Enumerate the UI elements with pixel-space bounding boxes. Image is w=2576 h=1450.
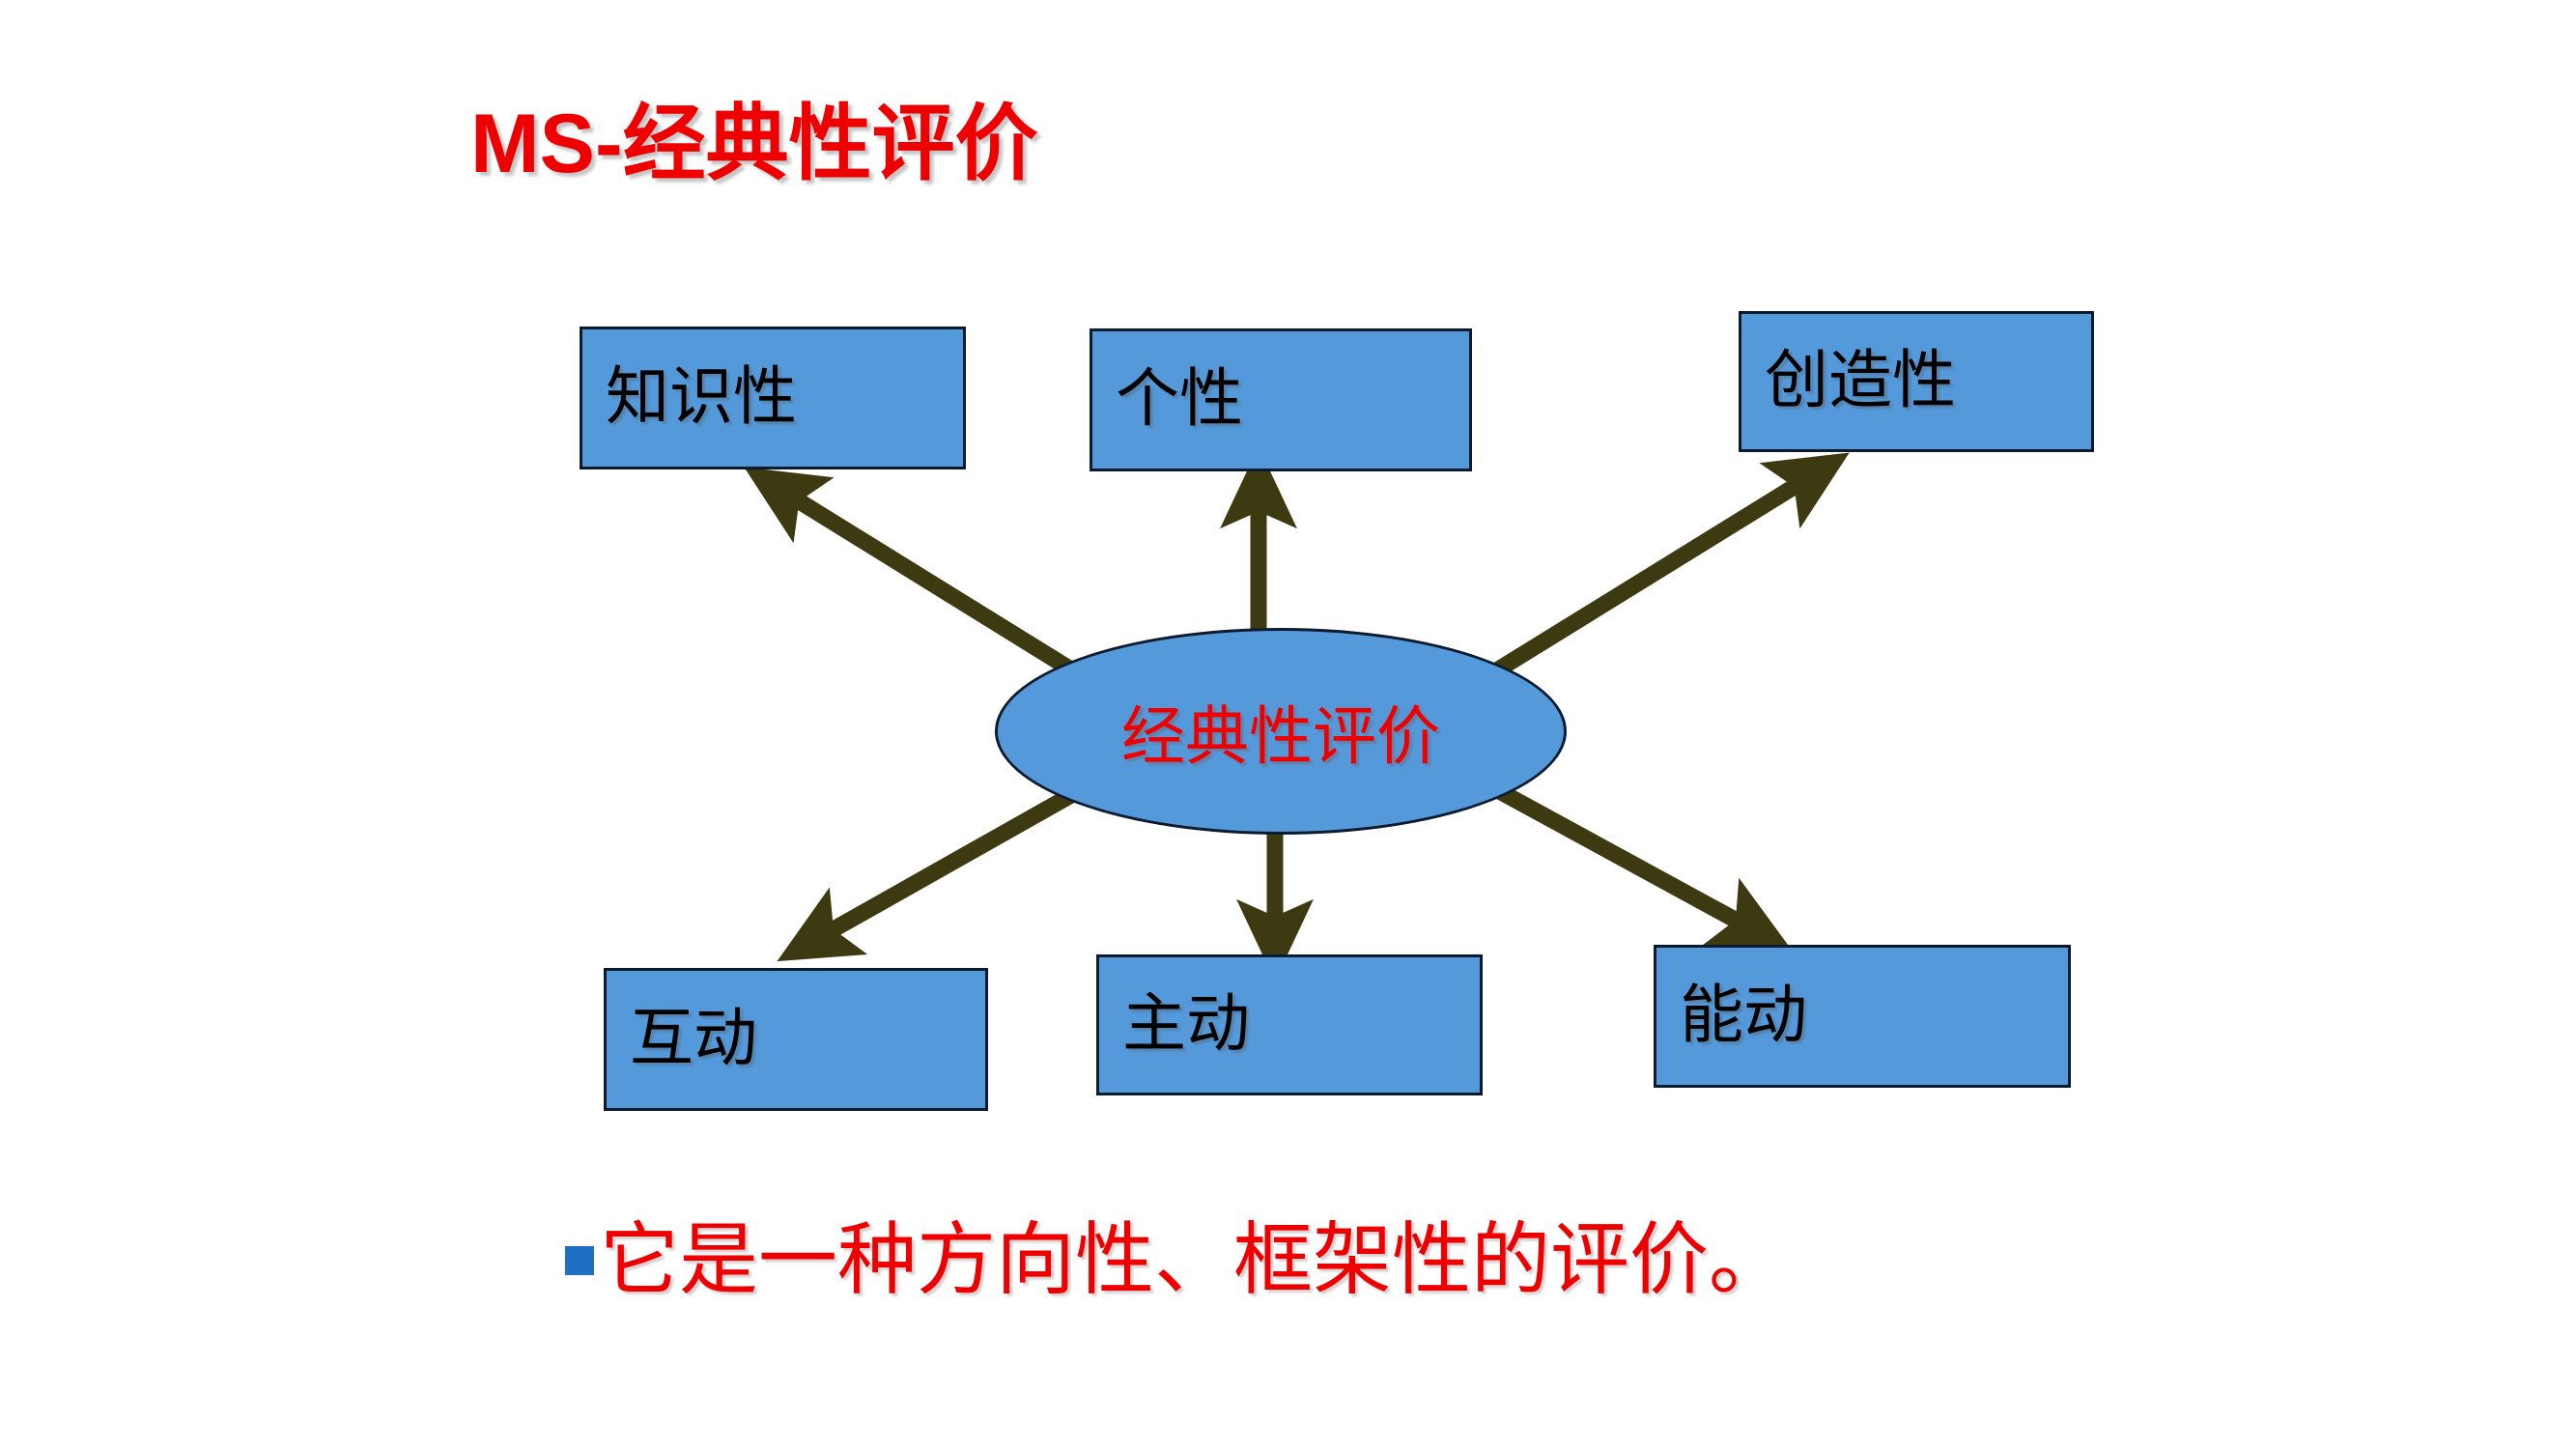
bullet-square-icon xyxy=(565,1246,594,1276)
arrow-center-to-nengdong xyxy=(1487,780,1793,952)
node-box-zhishixing[interactable]: 知识性 xyxy=(580,327,966,469)
bullet-line: 它是一种方向性、框架性的评价。 xyxy=(565,1216,1789,1304)
node-box-chuangzao[interactable]: 创造性 xyxy=(1739,311,2094,452)
node-label: 知识性 xyxy=(606,362,797,433)
center-node-ellipse[interactable]: 经典性评价 xyxy=(995,628,1567,835)
arrow-center-to-hudong xyxy=(777,782,1085,962)
node-box-hudong[interactable]: 互动 xyxy=(604,968,988,1111)
node-label: 能动 xyxy=(1680,981,1807,1051)
node-box-zhudong[interactable]: 主动 xyxy=(1096,954,1483,1095)
arrow-center-to-chuangzao xyxy=(1483,452,1850,684)
node-label: 互动 xyxy=(630,1004,757,1074)
node-label: 创造性 xyxy=(1765,346,1956,416)
bullet-text: 它是一种方向性、框架性的评价。 xyxy=(600,1216,1789,1304)
arrow-center-to-zhishixing xyxy=(744,467,1087,684)
center-node-label: 经典性评价 xyxy=(1121,702,1440,773)
node-label: 主动 xyxy=(1122,989,1250,1060)
node-box-gexing[interactable]: 个性 xyxy=(1090,328,1472,471)
node-box-nengdong[interactable]: 能动 xyxy=(1654,945,2071,1088)
node-label: 个性 xyxy=(1116,364,1243,435)
page-title: MS-经典性评价 xyxy=(470,98,1038,190)
